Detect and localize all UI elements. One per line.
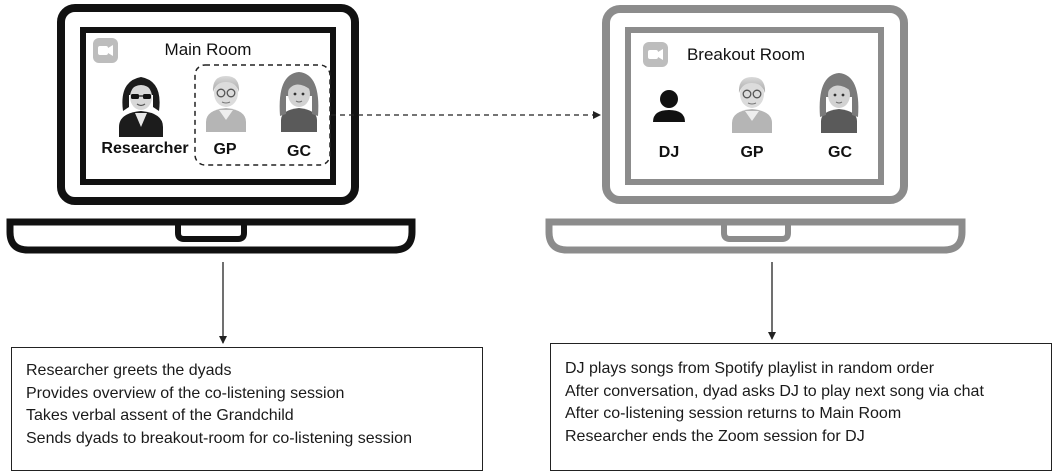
main-room-step: Provides overview of the co-listening se… bbox=[26, 384, 345, 402]
participant-name-gp: GP bbox=[740, 144, 763, 161]
participant-name-gc: GC bbox=[828, 144, 852, 161]
breakout-room-screen: Breakout Room DJ GP GC bbox=[643, 42, 859, 161]
video-camera-icon bbox=[93, 38, 118, 63]
dyad-group-outline bbox=[194, 64, 331, 166]
video-camera-icon bbox=[643, 42, 668, 67]
breakout-room-step: After co-listening session returns to Ma… bbox=[565, 405, 902, 422]
person-silhouette-icon bbox=[653, 90, 685, 122]
main-room-step: Researcher greets the dyads bbox=[26, 362, 232, 379]
main-room-step: Sends dyads to breakout-room for co-list… bbox=[26, 429, 412, 447]
grandparent-avatar-icon bbox=[732, 77, 772, 133]
grandchild-avatar-icon bbox=[279, 72, 319, 132]
breakout-room-step: Researcher ends the Zoom session for DJ bbox=[565, 427, 865, 445]
breakout-room-steps-box: DJ plays songs from Spotify playlist in … bbox=[550, 343, 1052, 471]
participant-name-gp: GP bbox=[213, 141, 236, 158]
main-room-title: Main Room bbox=[165, 40, 252, 59]
main-room-screen: Main Room Researcher GP bbox=[93, 38, 331, 166]
main-room-steps-box: Researcher greets the dyads Provides ove… bbox=[11, 347, 483, 471]
breakout-room-step: DJ plays songs from Spotify playlist in … bbox=[565, 360, 935, 377]
participant-name-dj: DJ bbox=[659, 144, 679, 161]
breakout-room-step: After conversation, dyad asks DJ to play… bbox=[565, 382, 984, 400]
main-room-step: Takes verbal assent of the Grandchild bbox=[26, 407, 294, 424]
grandchild-avatar-icon bbox=[819, 73, 859, 133]
grandparent-avatar-icon bbox=[206, 76, 246, 132]
participant-name-gc: GC bbox=[287, 143, 311, 160]
breakout-room-title: Breakout Room bbox=[687, 45, 805, 64]
participant-name-researcher: Researcher bbox=[101, 140, 188, 157]
researcher-avatar-icon bbox=[119, 77, 163, 137]
main-room-laptop bbox=[6, 4, 416, 254]
